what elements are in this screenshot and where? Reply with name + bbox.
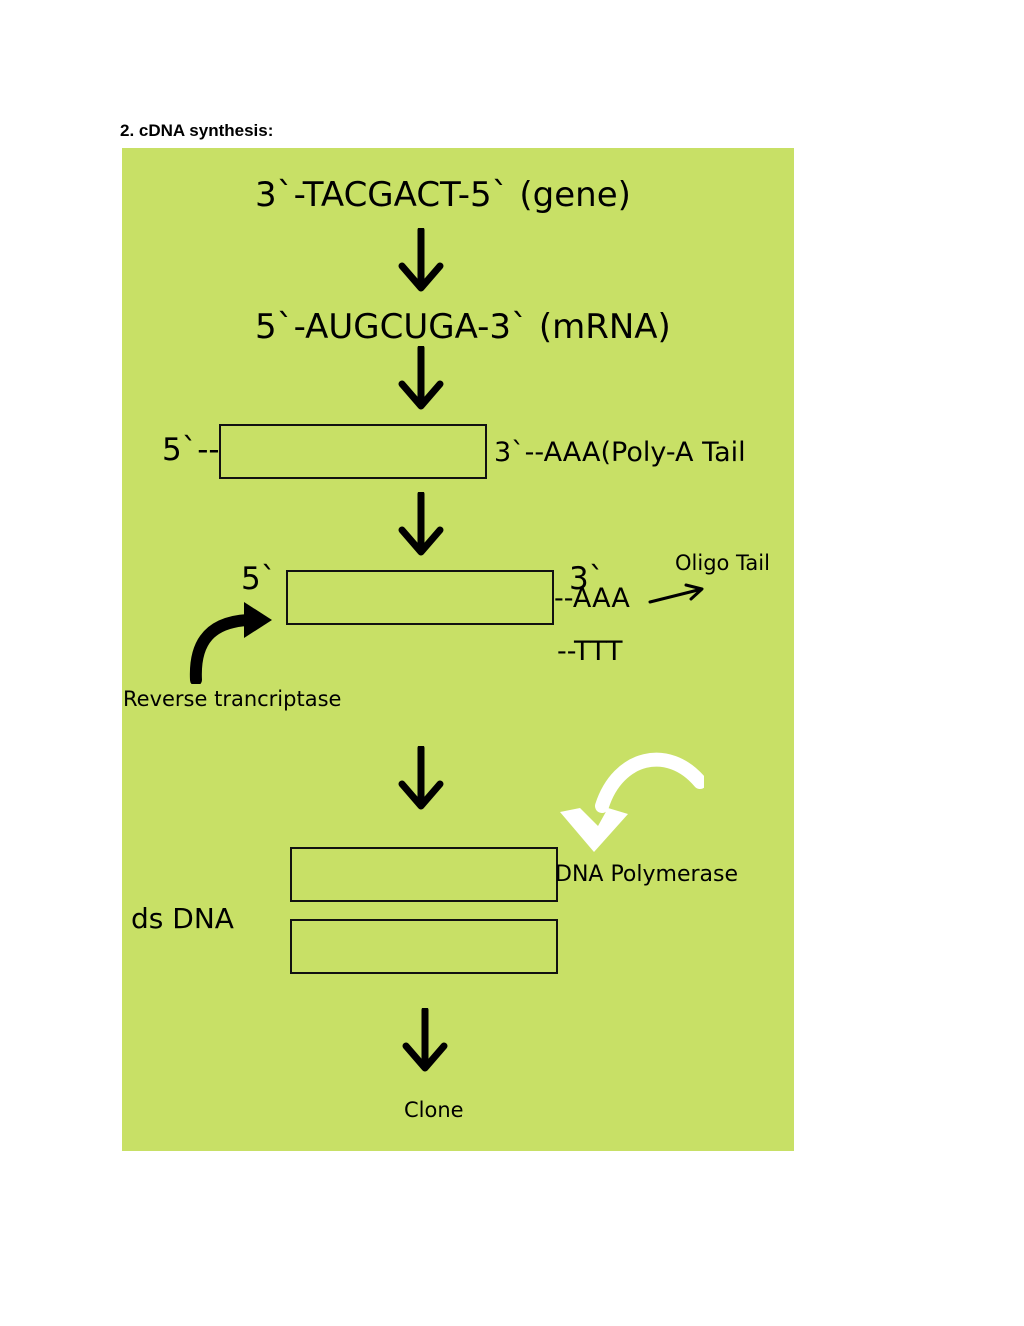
ds-dna-bottom-strand	[290, 919, 558, 974]
oligo-tail-label: Oligo Tail	[675, 551, 770, 575]
gene-label: 3`-TACGACT-5` (gene)	[255, 175, 631, 215]
poly-a-tail-label: 3`--AAA(Poly-A Tail	[494, 437, 746, 468]
reverse-transcriptase-label: Reverse trancriptase	[123, 687, 342, 711]
ttt-primer-label: --TTT	[557, 636, 623, 667]
down-arrow-icon	[398, 746, 444, 810]
strand-three-prime-label: 3`	[569, 561, 605, 597]
aaa-tail-label: --AAA	[554, 583, 630, 614]
five-prime-label: 5`--	[162, 432, 220, 468]
down-arrow-icon	[398, 228, 444, 292]
curved-arrow-icon	[189, 602, 272, 684]
ds-dna-label: ds DNA	[131, 902, 234, 935]
down-arrow-icon	[398, 346, 444, 410]
right-arrow-icon	[648, 583, 704, 604]
mrna-strand-box	[219, 424, 487, 479]
clone-label: Clone	[404, 1098, 464, 1122]
cdna-diagram-panel: 3`-TACGACT-5` (gene) 5`-AUGCUGA-3` (mRNA…	[122, 148, 794, 1151]
template-strand-box	[286, 570, 554, 625]
down-arrow-icon	[398, 492, 444, 556]
down-arrow-icon	[402, 1008, 448, 1072]
ds-dna-top-strand	[290, 847, 558, 902]
mrna-label: 5`-AUGCUGA-3` (mRNA)	[255, 307, 671, 347]
dna-polymerase-label: DNA Polymerase	[555, 862, 739, 887]
curved-white-arrow-icon	[560, 752, 704, 852]
page-heading: 2. cDNA synthesis:	[120, 121, 274, 140]
strand-five-prime-label: 5`	[241, 561, 277, 597]
